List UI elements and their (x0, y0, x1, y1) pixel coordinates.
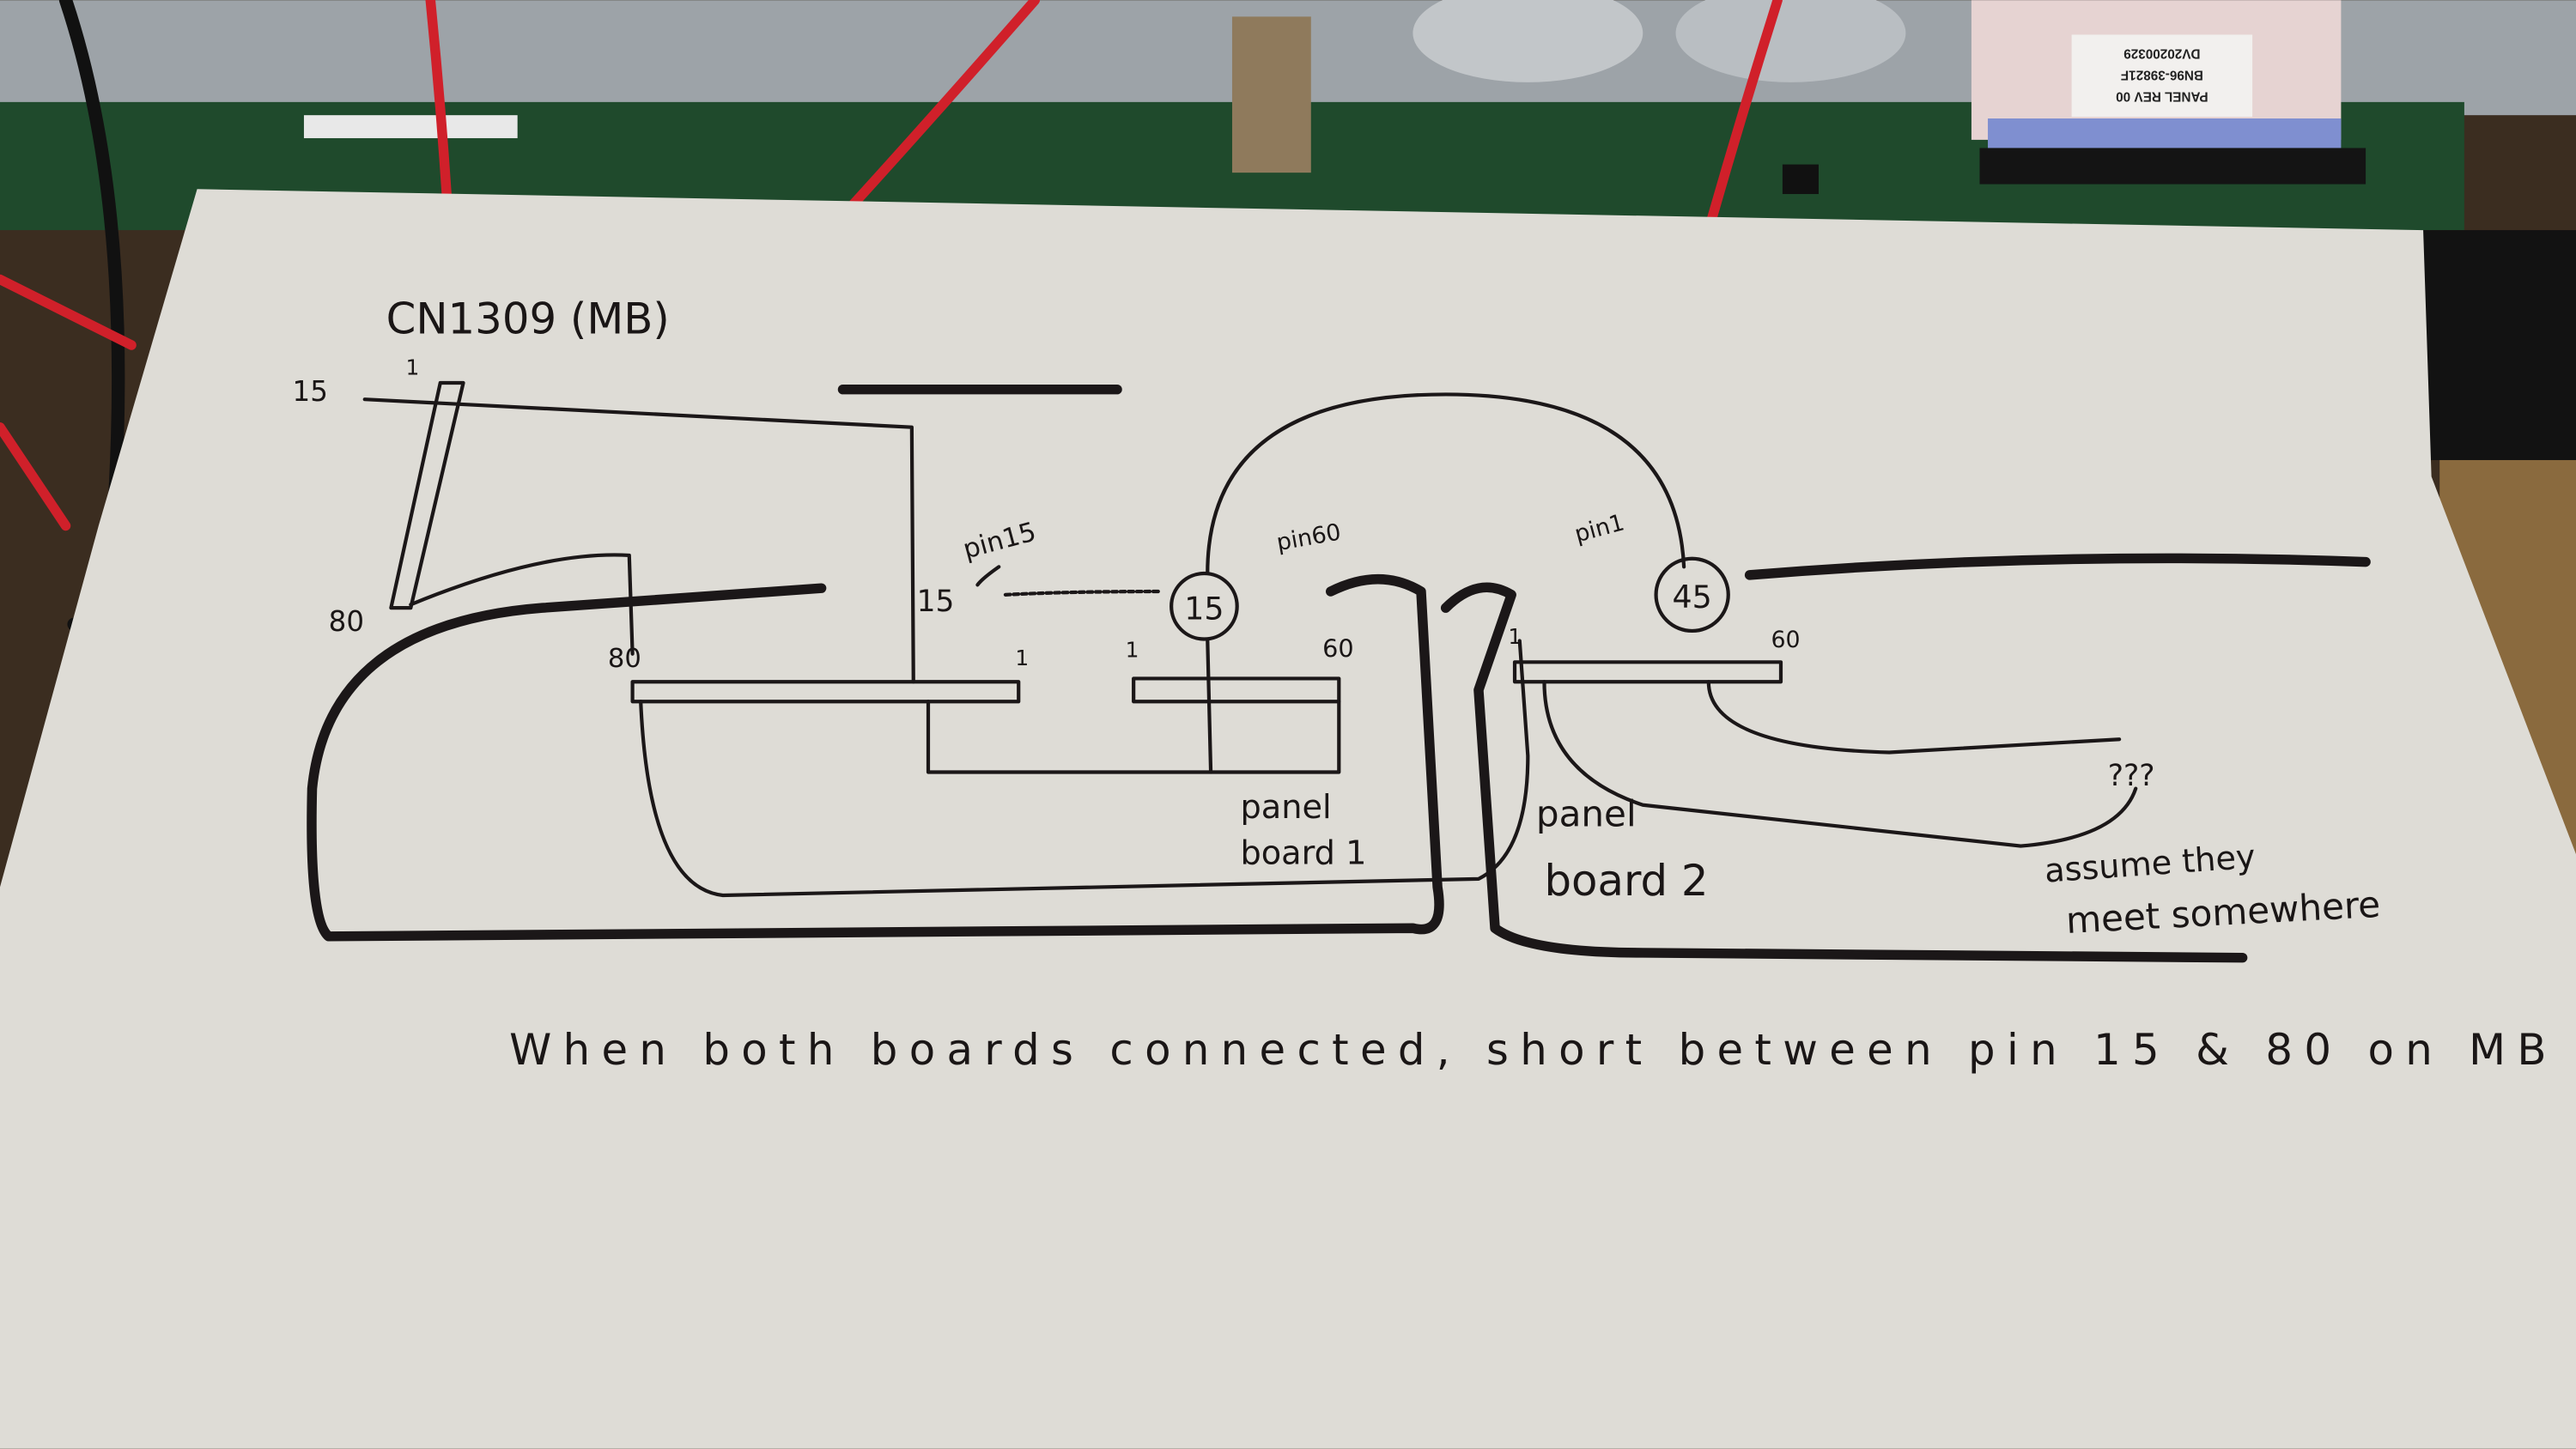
panel-connector-1b (1132, 676, 1341, 704)
ribbon-label-line1: PANEL REV 00 (2116, 88, 2208, 103)
panel-board-1-line2: board 1 (1241, 834, 1367, 873)
trace-circled-15 (1206, 637, 1213, 774)
mb2-pin-80-label: 80 (608, 644, 641, 674)
pcb-barcode-sticker (303, 115, 518, 138)
mb-pin-1-label: 1 (406, 355, 420, 379)
board1-loop-outer (639, 639, 1530, 898)
arch-15-to-45 (1206, 392, 1686, 576)
trace-pin15 (362, 397, 915, 684)
board1-loop-inner (926, 700, 1341, 774)
mb-connector (389, 380, 465, 610)
conn3-pin-1-label: 1 (1508, 624, 1522, 649)
conn1-pin-1b-label: 1 (1126, 638, 1139, 663)
trace-pin1 (1542, 680, 2138, 848)
mb-pin-15-label: 15 (293, 375, 328, 408)
circled-45 (1654, 556, 1730, 634)
trace-mb-80 (409, 553, 635, 656)
short-path-left (307, 574, 1444, 942)
panel-connector-1a (630, 680, 1021, 704)
panel-board-2-line1: panel (1536, 793, 1637, 835)
circled-15-label: 15 (1184, 591, 1224, 627)
paper-sheet (0, 189, 2576, 1449)
pcb-chip (1782, 164, 1819, 195)
caption: When both boards connected, short betwee… (509, 1025, 2546, 1075)
ribbon-label-line2: BN96-39821F (2121, 68, 2203, 82)
panel-board-1-line1: panel (1241, 788, 1332, 827)
pin15-contacts (1003, 589, 1160, 597)
scribbled-out-arrow (1744, 553, 2371, 580)
ribbon-cable: PANEL REV 00 BN96-39821F DV20200329 (1971, 0, 2366, 185)
chassis-boss (1413, 0, 1643, 82)
circled-15 (1170, 571, 1239, 641)
pin15-arrow (975, 565, 1001, 587)
connector-block (2415, 230, 2576, 460)
conn1-pin-1a-label: 1 (1015, 646, 1029, 670)
sketch-title: CN1309 (MB) (386, 294, 670, 344)
tape-strip (1231, 16, 1311, 173)
mb-pin-80-label: 80 (329, 605, 364, 638)
conn1-pin-15-label: 15 (917, 585, 955, 619)
panel-connector-2 (1512, 660, 1783, 684)
ribbon-label-line3: DV20200329 (2123, 46, 2200, 61)
trace-pin45 (1706, 680, 2122, 755)
conn2-pin-60-label: 60 (1322, 634, 1354, 664)
unknown-marks: ??? (2108, 759, 2155, 793)
chassis-boss (1675, 0, 1906, 82)
panel-board-2-line2: board 2 (1544, 856, 1708, 906)
conn3-pin-60-label: 60 (1771, 627, 1800, 653)
short-path-right (1440, 582, 2248, 963)
circled-45-label: 45 (1673, 579, 1712, 615)
wiring-sketch: CN1309 (MB) 15 1 80 80 pin15 15 1 1 15 p… (293, 294, 2547, 1075)
